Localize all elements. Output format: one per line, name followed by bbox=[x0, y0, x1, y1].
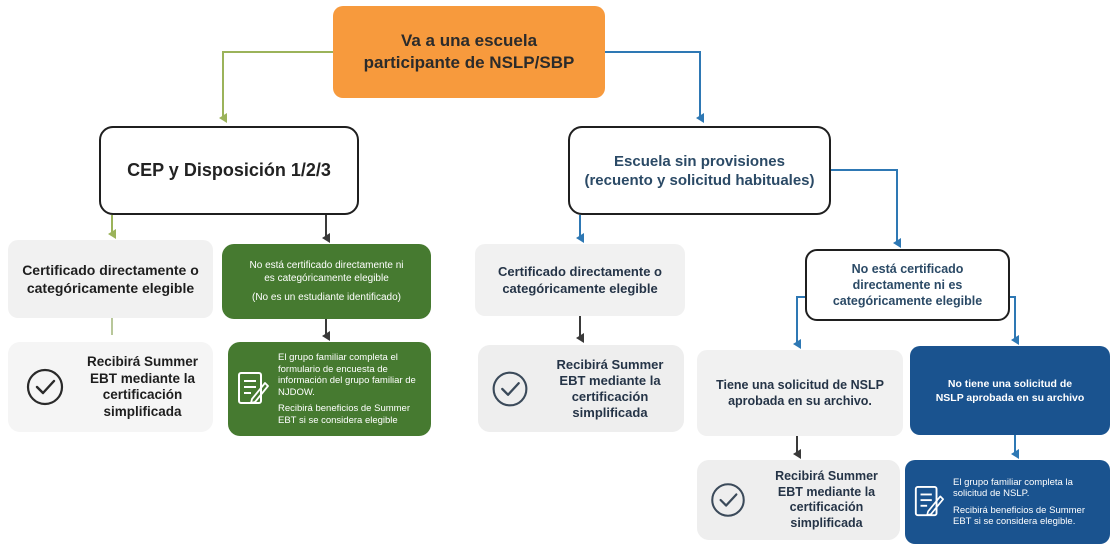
arrow-root-to-cep bbox=[219, 51, 333, 123]
arrow-nocert-to-notiene bbox=[1010, 296, 1019, 345]
left-certified-line-1: Certificado directamente o bbox=[22, 262, 199, 278]
no-application-result: El grupo familiar completa la solicitud … bbox=[905, 460, 1110, 544]
left-certified-line-2: categóricamente elegible bbox=[26, 280, 195, 296]
left-not-certified-result: El grupo familiar completa el formulario… bbox=[228, 342, 431, 436]
result-line-3: certificación bbox=[789, 500, 864, 514]
left-not-certified-result-p1: El grupo familiar completa el formulario… bbox=[278, 352, 416, 398]
no-application-node: No tiene una solicitud de NSLP aprobada … bbox=[910, 346, 1110, 435]
no-application-result-p2: Recibirá beneficios de Summer EBT si se … bbox=[953, 504, 1086, 528]
arrow-nocert-to-tiene bbox=[793, 296, 805, 349]
cep-title: CEP y Disposición 1/2/3 bbox=[127, 160, 331, 180]
result-line-3: certificación bbox=[102, 387, 183, 402]
check-circle-icon bbox=[711, 483, 745, 517]
right-certified-line-1: Certificado directamente o bbox=[498, 264, 662, 279]
arrow-noprov-to-nocert bbox=[831, 169, 901, 248]
left-not-certified-line-1: No está certificado directamente ni bbox=[249, 260, 404, 271]
has-application-result-label: Recibirá Summer EBT mediante la certific… bbox=[753, 469, 900, 531]
left-not-certified-line-2: es categóricamente elegible bbox=[264, 273, 389, 284]
form-pencil-icon bbox=[238, 372, 269, 404]
root-node: Va a una escuela participante de NSLP/SB… bbox=[333, 6, 605, 98]
result-line-1: Recibirá Summer bbox=[86, 354, 199, 369]
check-circle-icon bbox=[492, 371, 528, 406]
right-not-certified-line-1: No está certificado bbox=[851, 262, 964, 276]
no-provisions-line-2: (recuento y solicitud habituales) bbox=[584, 171, 815, 189]
result-line-4: simplificada bbox=[790, 515, 863, 530]
result-line-1: Recibirá Summer bbox=[556, 356, 664, 372]
no-application-line-2: NSLP aprobada en su archivo bbox=[935, 391, 1085, 404]
result-line-2: EBT mediante la bbox=[777, 484, 876, 499]
check-circle-icon bbox=[26, 368, 64, 406]
left-certified-node: Certificado directamente o categóricamen… bbox=[8, 240, 213, 318]
result-line-4: simplificada bbox=[572, 404, 648, 420]
root-line-1: Va a una escuela bbox=[400, 31, 538, 50]
right-not-certified-line-2: directamente ni es bbox=[852, 278, 963, 292]
no-application-line-1: No tiene una solicitud de bbox=[947, 377, 1073, 390]
left-not-certified-node: No está certificado directamente ni es c… bbox=[222, 244, 431, 319]
right-not-certified-node: No está certificado directamente ni es c… bbox=[805, 249, 1010, 321]
has-application-line-1: Tiene una solicitud de NSLP bbox=[716, 378, 884, 392]
has-application-line-2: aprobada en su archivo. bbox=[728, 394, 872, 408]
no-application-result-p1: El grupo familiar completa la solicitud … bbox=[953, 476, 1073, 500]
right-certified-line-2: categóricamente elegible bbox=[502, 281, 658, 296]
no-provisions-line-1: Escuela sin provisiones bbox=[614, 152, 785, 170]
no-provisions-node: Escuela sin provisiones (recuento y soli… bbox=[568, 126, 831, 215]
result-line-1: Recibirá Summer bbox=[775, 469, 878, 483]
cep-node: CEP y Disposición 1/2/3 bbox=[99, 126, 359, 215]
result-line-2: EBT mediante la bbox=[559, 372, 661, 388]
root-line-2: participante de NSLP/SBP bbox=[363, 53, 575, 72]
form-pencil-icon bbox=[914, 486, 944, 517]
left-not-certified-result-p2: Recibirá beneficios de Summer EBT si se … bbox=[278, 403, 411, 426]
left-certified-result-label: Recibirá Summer EBT mediante la certific… bbox=[72, 354, 213, 420]
result-line-4: simplificada bbox=[103, 403, 182, 419]
arrow-root-to-noprov bbox=[605, 51, 704, 123]
right-not-certified-line-3: categóricamente elegible bbox=[832, 294, 983, 308]
right-certified-node: Certificado directamente o categóricamen… bbox=[475, 244, 685, 316]
has-application-node: Tiene una solicitud de NSLP aprobada en … bbox=[697, 350, 903, 436]
right-certified-result: Recibirá Summer EBT mediante la certific… bbox=[478, 345, 684, 432]
result-line-3: certificación bbox=[571, 388, 649, 404]
right-certified-result-label: Recibirá Summer EBT mediante la certific… bbox=[536, 357, 684, 421]
left-not-certified-note: (No es un estudiante identificado) bbox=[252, 292, 401, 303]
left-certified-result: Recibirá Summer EBT mediante la certific… bbox=[8, 342, 213, 432]
result-line-2: EBT mediante la bbox=[89, 370, 196, 386]
has-application-result: Recibirá Summer EBT mediante la certific… bbox=[697, 460, 900, 540]
